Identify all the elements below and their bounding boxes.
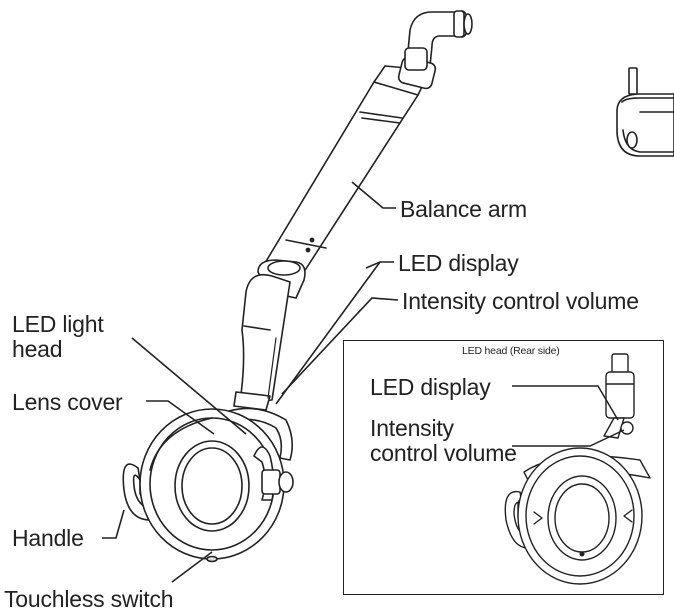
leader-led-light-head	[131, 337, 247, 435]
label-lens-cover: Lens cover	[12, 389, 123, 415]
leader-lines	[102, 181, 399, 583]
lower-arm	[233, 273, 291, 411]
leader-lens-cover	[146, 400, 215, 435]
label-led-light-head-line1: LED light	[12, 311, 104, 337]
label-touchless-switch: Touchless switch	[4, 586, 174, 612]
label-led-display: LED display	[398, 250, 519, 276]
label-intensity-control-volume: Intensity control volume	[402, 288, 639, 314]
leader-intensity-control	[281, 297, 399, 395]
inset-label-led-display: LED display	[370, 374, 491, 400]
inset-label-intensity-line1: Intensity	[370, 415, 454, 441]
led-head	[139, 408, 285, 563]
handle-right	[253, 446, 294, 501]
inset-leader-led-display	[512, 385, 619, 421]
label-led-light-head-line2: head	[12, 336, 63, 362]
inset-leader-lines	[512, 385, 625, 447]
inset-frame	[343, 340, 664, 595]
leader-touchless-switch	[171, 551, 213, 583]
leader-balance-arm	[351, 181, 396, 209]
leader-handle	[102, 509, 125, 539]
label-handle: Handle	[12, 525, 84, 551]
cropped-mount-drawing	[616, 67, 674, 157]
inset-leader-intensity	[512, 429, 625, 447]
leader-led-display	[275, 261, 381, 405]
inset-label-intensity-line2: control volume	[370, 440, 517, 466]
label-balance-arm: Balance arm	[400, 196, 527, 222]
inset-title: LED head (Rear side)	[462, 345, 560, 357]
